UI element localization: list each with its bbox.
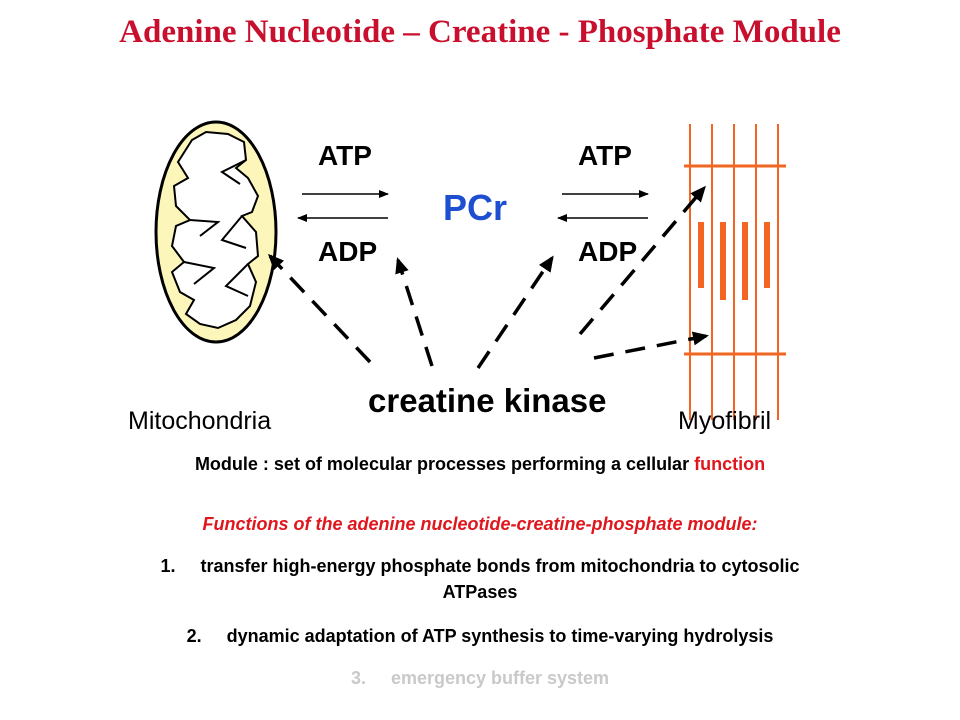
function-number-1: 1. [160, 556, 176, 576]
ck-arrow-left-adp [395, 257, 434, 367]
function-item-1-continuation: ATPases [442, 582, 518, 602]
definition-text: Module : set of molecular processes perf… [194, 454, 695, 474]
function-text-2: dynamic adaptation of ATP synthesis to t… [226, 626, 774, 646]
function-text-3: emergency buffer system [390, 668, 610, 688]
functions-heading: Functions of the adenine nucleotide-crea… [0, 514, 960, 535]
module-definition: Module : set of molecular processes perf… [0, 454, 960, 475]
function-text-1: transfer high-energy phosphate bonds fro… [200, 556, 800, 576]
right-atp-label: ATP [578, 140, 632, 171]
left-atp-label: ATP [318, 140, 372, 171]
function-item-2: 2. dynamic adaptation of ATP synthesis to… [0, 626, 960, 647]
reaction-arrows [297, 190, 649, 222]
function-number-2: 2. [186, 626, 202, 646]
mitochondrion-shape [154, 120, 278, 344]
left-adp-label: ADP [318, 236, 378, 267]
myofibril-label: Myofibril [678, 407, 772, 435]
creatine-kinase-label: creatine kinase [368, 382, 607, 419]
function-number-3: 3. [350, 668, 366, 688]
creatine-kinase-arrows [267, 185, 709, 369]
slide-title: Adenine Nucleotide – Creatine - Phosphat… [119, 14, 841, 50]
right-adp-label: ADP [578, 236, 638, 267]
function-item-1: 1. transfer high-energy phosphate bonds f… [0, 556, 960, 577]
ck-arrow-right-adp [476, 255, 554, 369]
mitochondria-label: Mitochondria [128, 407, 272, 435]
ck-arrow-mito [267, 253, 372, 364]
functions-heading-rest: of the adenine nucleotide-creatine-phosp… [288, 514, 758, 534]
definition-highlight: function [694, 454, 766, 474]
ck-arrow-myofibril-bottom [593, 331, 709, 360]
pcr-label: PCr [443, 187, 508, 228]
function-item-3: 3. emergency buffer system [0, 668, 960, 689]
functions-heading-highlight: Functions [202, 514, 289, 534]
myofibril-shape [684, 124, 786, 420]
